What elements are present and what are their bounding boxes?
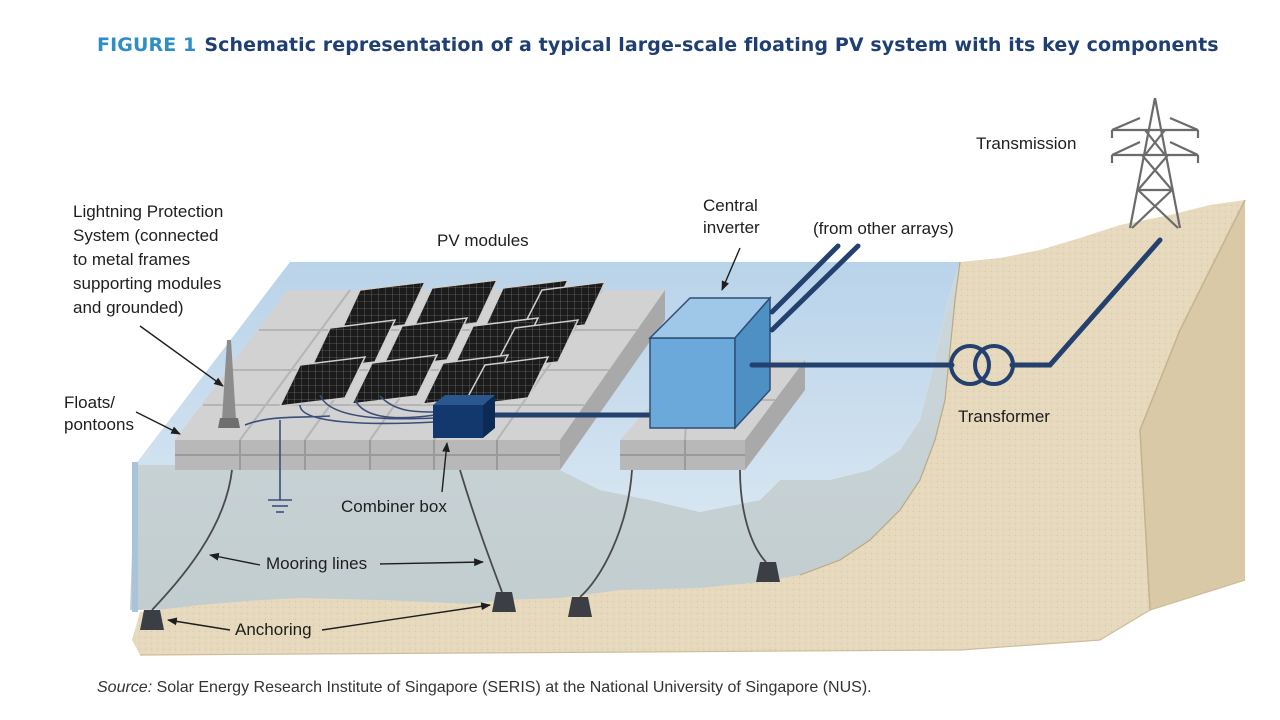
label-mooring-lines: Mooring lines	[266, 554, 367, 573]
terrain	[132, 199, 1246, 656]
mooring-lines	[151, 469, 767, 611]
anchors	[140, 562, 780, 630]
source-text: Solar Energy Research Institute of Singa…	[152, 679, 872, 696]
label-transformer: Transformer	[958, 407, 1050, 426]
label-central-inverter: Central inverter	[703, 196, 763, 237]
pv-row-front	[278, 354, 550, 407]
figure-caption: Schematic representation of a typical la…	[204, 34, 1219, 56]
transformer	[949, 344, 1015, 386]
label-pv-modules: PV modules	[437, 231, 529, 250]
figure-title: FIGURE 1 Schematic representation of a ty…	[97, 34, 1219, 56]
other-array-cables	[769, 243, 861, 333]
module-cables	[244, 394, 436, 500]
transmission-tower	[1110, 97, 1200, 229]
leader-arrows	[135, 247, 741, 631]
label-floats-pontoons: Floats/ pontoons	[64, 393, 134, 434]
label-transmission: Transmission	[976, 134, 1076, 153]
label-combiner-box: Combiner box	[341, 497, 447, 516]
lightning-rod	[218, 340, 240, 428]
combiner-box	[433, 395, 495, 438]
source-note: Source: Solar Energy Research Institute …	[97, 679, 872, 697]
source-prefix: Source:	[97, 679, 153, 696]
figure-number: FIGURE 1	[97, 34, 197, 56]
ac-cable	[749, 237, 1163, 368]
label-lightning-protection: Lightning Protection System (connected t…	[73, 202, 228, 317]
pv-row-middle	[308, 317, 580, 371]
pv-modules	[278, 279, 607, 407]
pv-row-back	[338, 279, 607, 334]
label-anchoring: Anchoring	[235, 620, 312, 639]
label-other-arrays: (from other arrays)	[813, 219, 954, 238]
ground-symbol	[268, 499, 292, 513]
